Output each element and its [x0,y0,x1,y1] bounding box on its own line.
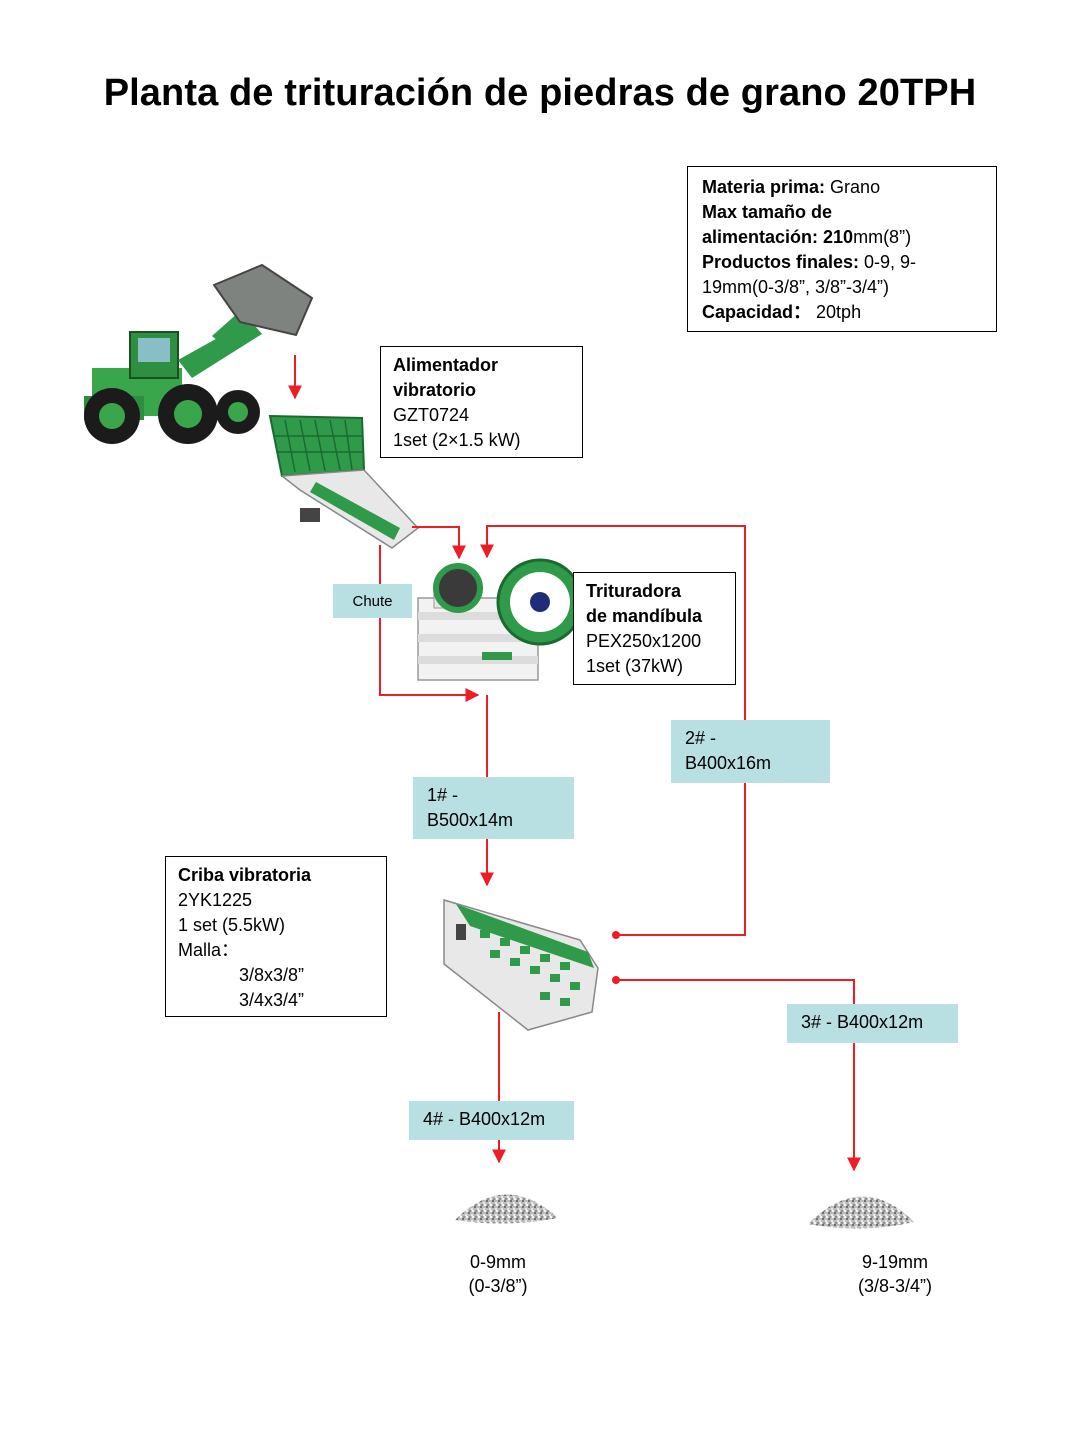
chute-label: Chute [333,584,412,618]
conveyor-2-label: 2# - B400x16m [671,720,830,783]
oversize-point-dot [612,976,620,984]
product-1-label: 0-9mm (0-3/8”) [468,1252,528,1296]
wheel-loader-icon [84,263,314,444]
vibrating-screen-icon [443,898,599,1031]
return-point-dot [612,931,620,939]
gravel-pile-2-icon [808,1196,914,1229]
flow-arrow-conveyor-3 [616,979,861,1172]
screen-info-box: Criba vibratoria 2YK1225 1 set (5.5kW) M… [165,856,387,1017]
conveyor-4-label: 4# - B400x12m [409,1101,574,1140]
vibrating-feeder-icon [268,414,420,549]
feeder-info-box: Alimentador vibratorio GZT0724 1set (2×1… [380,346,583,458]
page-title: Planta de trituración de piedras de gran… [103,72,977,114]
conveyor-1-label: 1# - B500x14m [413,777,574,839]
specs-box: Materia prima: Grano Max tamaño de alime… [687,166,997,332]
product-2-label: 9-19mm (3/8-3/4”) [857,1252,933,1296]
crusher-info-box: Trituradora de mandíbula PEX250x1200 1se… [573,572,736,685]
conveyor-3-label: 3# - B400x12m [787,1004,958,1043]
gravel-pile-1-icon [455,1194,558,1224]
jaw-crusher-icon [417,558,584,681]
flow-arrow-conveyor-2-return [480,525,746,936]
flow-arrow-feeder-to-crusher [412,526,466,560]
